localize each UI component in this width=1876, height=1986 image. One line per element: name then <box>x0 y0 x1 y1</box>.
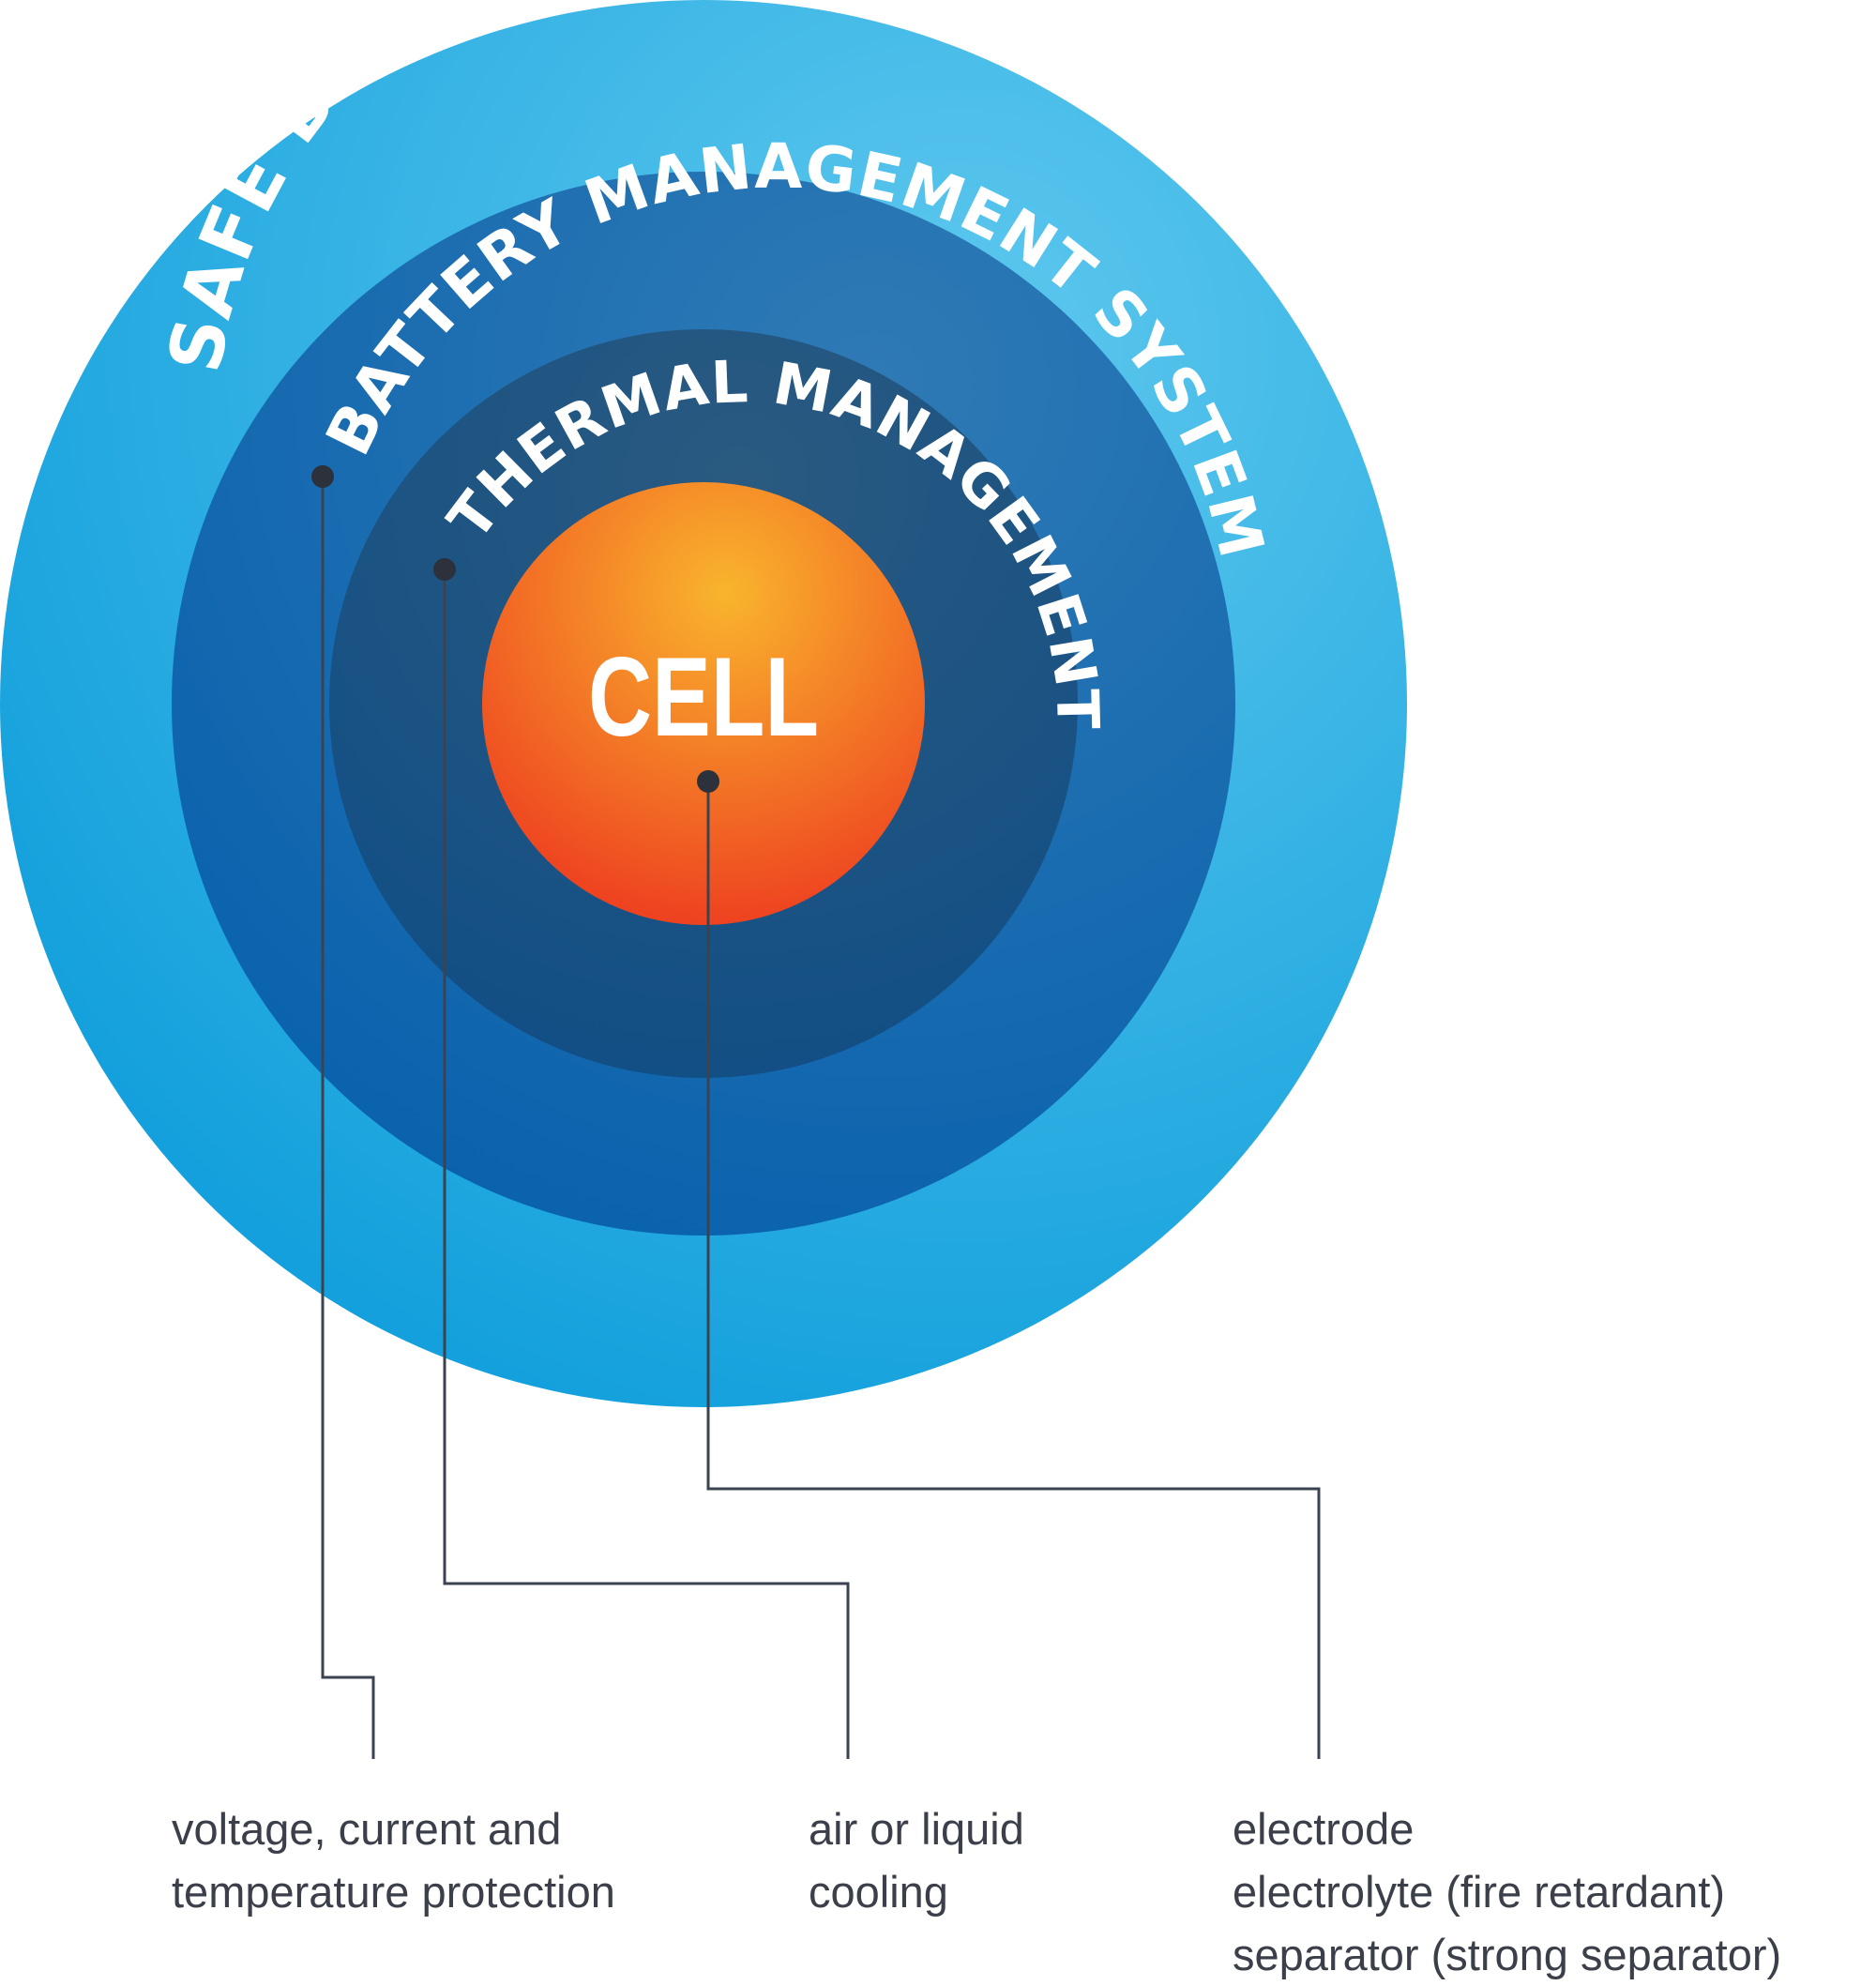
cell-caption-line: electrode <box>1233 1804 1415 1854</box>
thermal-caption: air or liquid cooling <box>809 1797 1024 1923</box>
bms-caption-line: temperature protection <box>172 1867 615 1917</box>
cell-caption-line: separator (strong separator) <box>1233 1930 1782 1979</box>
cell-caption: electrode electrolyte (fire retardant) s… <box>1233 1797 1781 1986</box>
bms-caption: voltage, current and temperature protect… <box>172 1797 615 1923</box>
thermal-marker-dot <box>433 558 456 581</box>
bms-leader-line <box>321 477 375 1759</box>
bms-marker-dot <box>311 465 334 488</box>
cell-core <box>482 482 925 925</box>
cell-label: CELL <box>588 634 819 760</box>
cell-leader-line <box>706 781 1321 1759</box>
thermal-caption-line: air or liquid <box>809 1804 1024 1854</box>
bms-caption-line: voltage, current and <box>172 1804 562 1854</box>
cell-caption-line: electrolyte (fire retardant) <box>1233 1867 1726 1917</box>
thermal-leader-line <box>443 569 850 1759</box>
cell-marker-dot <box>697 770 719 793</box>
thermal-caption-line: cooling <box>809 1867 948 1917</box>
